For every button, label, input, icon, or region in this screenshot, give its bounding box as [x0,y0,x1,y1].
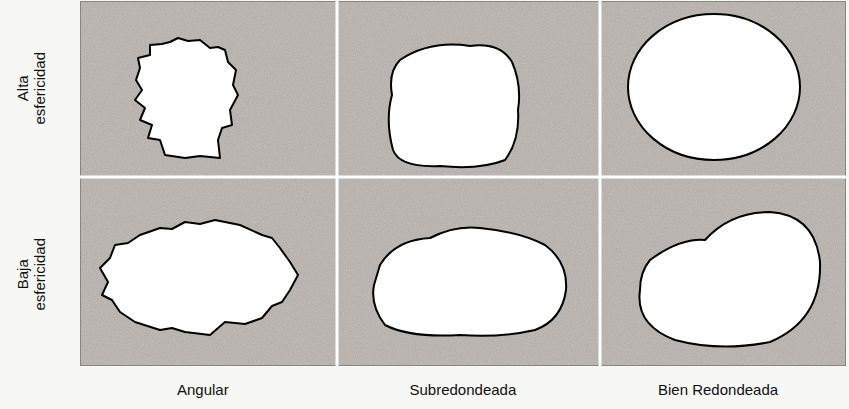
row-label: Alta esfericidad [14,38,49,138]
subrounded-grain [389,45,519,168]
rounded-grain [628,14,800,160]
grid-line [80,176,846,179]
column-label: Bien Redondeada [658,381,778,398]
row-label: Baja esfericidad [14,224,49,324]
grid-line [599,1,602,366]
texture-noise [80,1,846,366]
column-label: Subredondeada [410,381,517,398]
rounded-grain [639,212,820,347]
grid-line [336,1,339,366]
grid-border [81,2,846,366]
column-label: Angular [177,381,229,398]
angular-grain [135,38,238,158]
angular-grain [100,220,298,335]
subrounded-grain [373,227,566,335]
textured-ground [80,1,846,366]
